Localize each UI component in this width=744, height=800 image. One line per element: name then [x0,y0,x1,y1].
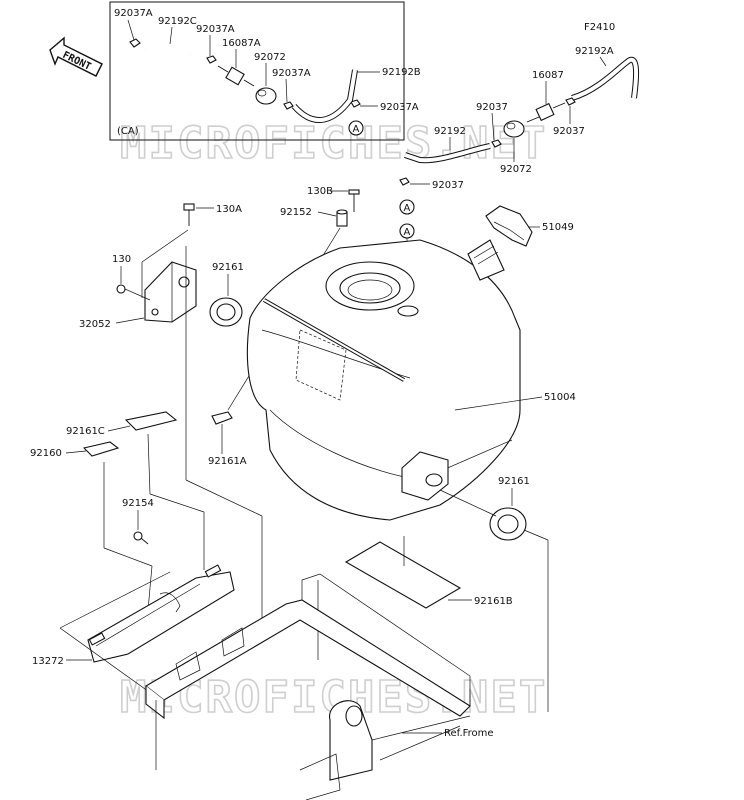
label-51004: 51004 [544,392,576,403]
label-92037A-3: 92037A [272,68,311,79]
label-92154: 92154 [122,498,154,509]
label-92192B: 92192B [382,67,421,78]
label-92037A-4: 92037A [380,102,419,113]
label-ref-frame: Ref.Frome [444,728,494,739]
spacer-92152 [336,209,348,227]
bolt-130A [183,203,195,226]
label-92152: 92152 [280,207,312,218]
label-92160: 92160 [30,448,62,459]
label-92072: 92072 [500,164,532,175]
marker-a-1-label: A [404,203,411,214]
inset-box [109,1,405,141]
vehicle-frame [59,571,471,800]
label-92161-1: 92161 [212,262,244,273]
pad-92160 [82,441,120,457]
marker-a-inset [348,120,364,136]
label-92037-1: 92037 [476,102,508,113]
bolt-130 [116,284,126,294]
front-arrow-icon: FRONT [49,36,103,77]
hose-92192A [571,56,640,101]
mat-92161B [344,541,462,609]
marker-a-inset-label: A [353,124,360,135]
label-13272: 13272 [32,656,64,667]
label-92072-inset: 92072 [254,52,286,63]
pad-92161C [124,411,178,431]
inset-hose-92192B [291,69,358,123]
inset-filter-16087A [217,65,255,87]
bracket-13272 [87,564,235,663]
marker-a-1 [399,199,415,215]
valve-92072 [503,120,525,138]
label-16087A: 16087A [222,38,261,49]
inset-label: (CA) [117,126,139,137]
label-92192A: 92192A [575,46,614,57]
grommet-92161-right [489,507,527,541]
marker-a-2-label: A [404,227,411,238]
label-92037-3: 92037 [432,180,464,191]
label-92037A-2: 92037A [196,24,235,35]
inset-hose-92192C [145,43,192,56]
label-51049: 51049 [542,222,574,233]
figure-code: F2410 [584,22,615,33]
clamp-icon [399,177,410,186]
filter-16087 [526,102,566,123]
pad-92161A [211,411,233,425]
bolt-92154 [133,531,149,545]
clamp-icon [565,97,576,106]
label-92161C: 92161C [66,426,105,437]
label-92192: 92192 [434,126,466,137]
label-130: 130 [112,254,131,265]
label-92192C: 92192C [158,16,197,27]
bracket-32052 [144,261,197,323]
hose-92192 [404,143,491,164]
label-130A: 130A [216,204,242,215]
label-92161A: 92161A [208,456,247,467]
grommet-92161-left [209,297,243,327]
clamp-icon [491,139,502,148]
cap-51049 [485,205,533,247]
label-92161-2: 92161 [498,476,530,487]
watermark-top: MICROFICHES.NET [120,118,547,169]
label-92037A-1: 92037A [114,8,153,19]
label-92037-2: 92037 [553,126,585,137]
label-16087: 16087 [532,70,564,81]
inset-valve-92072 [255,87,277,105]
label-32052: 32052 [79,319,111,330]
label-130B: 130B [307,186,333,197]
fuel-tank-51004 [246,239,521,521]
clamp-icon [129,38,361,110]
bolt-130B [348,189,360,212]
label-92161B: 92161B [474,596,513,607]
